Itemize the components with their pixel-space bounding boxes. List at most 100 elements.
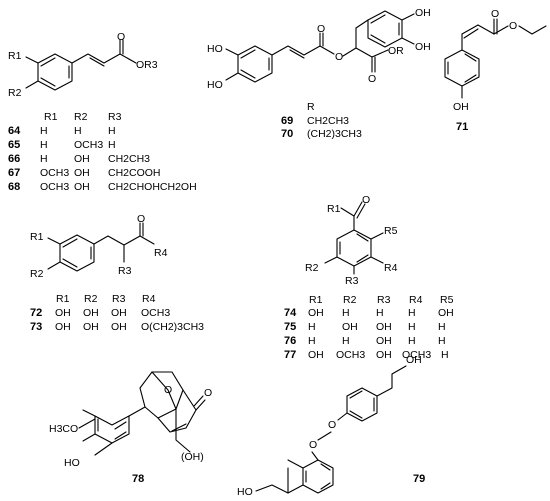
compound-number: 76 — [284, 335, 296, 347]
structure-69-70: HO HO O O O OR OH OH — [207, 7, 431, 91]
r3-atom: R3 — [118, 265, 132, 277]
table-cell: CH2COOH — [108, 167, 161, 179]
compound-number: 65 — [8, 139, 20, 151]
table-cell: H — [438, 321, 446, 333]
hydroxyl: OH — [453, 101, 469, 113]
table-cell: OH — [438, 307, 454, 319]
hydroxyl: HO — [64, 457, 80, 469]
table-72-73: R1 R2 R3 R4 72 OH OH OH OCH3 73 OH OH OH… — [30, 293, 204, 333]
table-cell: OCH3 — [74, 139, 103, 151]
table-74-77: R1 R2 R3 R4 R5 74 OH H H H OH 75 H OH OH… — [284, 294, 454, 361]
compound-number: 70 — [281, 128, 293, 140]
carbonyl-oxygen: O — [317, 23, 325, 35]
table-cell: H — [74, 125, 82, 137]
col-r3: R3 — [108, 111, 122, 123]
r2-atom: R2 — [305, 262, 319, 274]
table-cell: OCH3 — [336, 349, 365, 361]
ester-oxygen: O — [335, 51, 343, 63]
table-cell: H — [408, 307, 416, 319]
col-r1: R1 — [44, 111, 58, 123]
table-cell: H — [40, 125, 48, 137]
table-cell: OCH3 — [40, 181, 69, 193]
table-cell: OH — [74, 181, 90, 193]
col-r1: R1 — [56, 293, 70, 305]
compound-number: 79 — [413, 473, 425, 485]
carbonyl-oxygen: O — [117, 31, 125, 43]
phenyl-ring-bottom — [302, 459, 334, 494]
table-cell: CH2CH3 — [108, 153, 150, 165]
table-64-68: R1 R2 R3 64 H H H 65 H OCH3 H 66 H OH CH… — [8, 111, 197, 193]
hydroxyl: OH — [415, 7, 431, 19]
col-r: R — [307, 101, 315, 113]
compound-number: 64 — [8, 125, 21, 137]
r2-atom: R2 — [8, 87, 22, 99]
table-cell: OCH3 — [141, 307, 170, 319]
table-cell: OH — [308, 307, 324, 319]
col-r4: R4 — [142, 293, 156, 305]
ester-oxygen: O — [509, 20, 517, 32]
phenol-ring — [444, 49, 480, 87]
hydroxyl: HO — [237, 486, 253, 498]
table-cell: H — [108, 139, 116, 151]
peroxide-oxygen: O — [309, 439, 317, 451]
table-cell: H — [308, 335, 316, 347]
table-cell: OH — [342, 321, 358, 333]
hydroxyl: OH — [406, 354, 422, 366]
r4-atom: R4 — [384, 262, 398, 274]
structure-78: H3CO HO O O (OH) 78 — [49, 371, 212, 485]
structure-71: O O OH 71 — [444, 8, 547, 133]
structure-72-73: R1 R2 R3 O R4 — [30, 213, 168, 280]
methoxy-group: H3CO — [49, 423, 78, 435]
table-cell: OH — [74, 153, 90, 165]
compound-number: 71 — [456, 121, 468, 133]
compound-number: 74 — [284, 307, 297, 319]
compound-number: 68 — [8, 181, 20, 193]
ketone-oxygen: O — [204, 387, 212, 399]
bridge-oxygen: O — [164, 384, 172, 396]
r2-atom: R2 — [30, 268, 44, 280]
col-r3: R3 — [112, 293, 126, 305]
table-cell: OH — [74, 167, 90, 179]
benzene-ring — [37, 53, 73, 91]
compound-number: 72 — [30, 307, 42, 319]
phenyl-ring-top — [346, 387, 378, 422]
benzene-ring — [59, 234, 95, 272]
carbonyl-oxygen: O — [137, 213, 145, 225]
ester-or-group: OR — [388, 45, 404, 57]
peroxide-oxygen: O — [328, 419, 336, 431]
table-cell: H — [308, 321, 316, 333]
hydroxyl: HO — [207, 79, 223, 91]
table-cell: H — [408, 321, 416, 333]
table-cell: H — [40, 139, 48, 151]
table-cell: H — [108, 125, 116, 137]
carbonyl-oxygen: O — [362, 194, 370, 206]
table-cell: H — [441, 349, 449, 361]
table-69-70: R 69 CH2CH3 70 (CH2)3CH3 — [281, 101, 362, 140]
compound-number: 77 — [284, 349, 296, 361]
r4-atom: R4 — [154, 247, 168, 259]
table-cell: OCH3 — [402, 349, 431, 361]
carbonyl-oxygen: O — [368, 73, 376, 85]
table-cell: OH — [83, 307, 99, 319]
hydroxyl: HO — [207, 43, 223, 55]
table-cell: OCH3 — [40, 167, 69, 179]
table-cell: CH2CH3 — [307, 115, 349, 127]
compound-number: 75 — [284, 321, 296, 333]
structure-79: OH O O HO 79 — [237, 354, 425, 498]
col-r1: R1 — [309, 294, 323, 306]
hydroxyl: OH — [415, 41, 431, 53]
table-cell: H — [342, 335, 350, 347]
table-cell: OH — [308, 349, 324, 361]
structure-74-77: R1 O R5 R4 R3 R2 — [305, 194, 398, 287]
compound-number: 73 — [30, 321, 42, 333]
r1-atom: R1 — [8, 50, 22, 62]
catechol-ring-left — [237, 45, 273, 83]
table-cell: (CH2)3CH3 — [307, 128, 362, 140]
guaiacyl-ring — [94, 415, 130, 444]
catechol-ring-right — [367, 10, 403, 48]
col-r5: R5 — [440, 294, 454, 306]
table-cell: OH — [376, 321, 392, 333]
ester-group: OR3 — [136, 59, 158, 71]
